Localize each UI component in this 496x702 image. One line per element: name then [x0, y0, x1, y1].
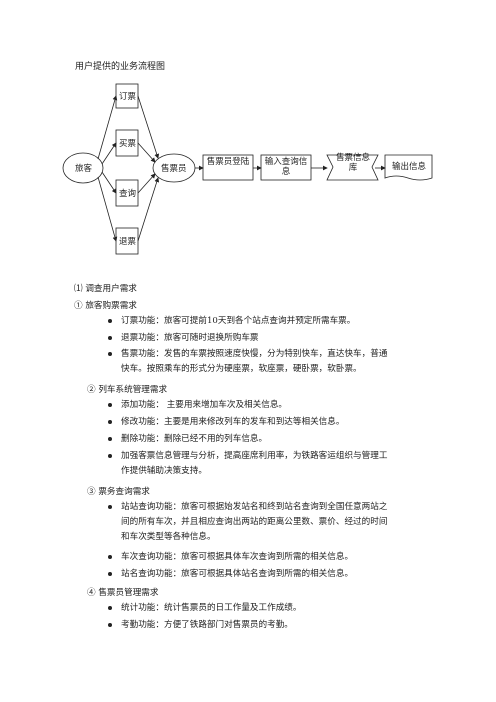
subsection-heading-4: ④ 售票员管理需求	[87, 588, 159, 598]
list-item: 添加功能： 主要用来增加车次及相关信息。	[108, 398, 391, 413]
section-heading-1: ⑴ 调查用户需求	[74, 284, 137, 294]
bullet-dot-icon	[108, 505, 112, 509]
list-item: 站名查询功能：旅客可根据具体站名查询到所需的相关信息。	[108, 567, 393, 582]
list-item: 修改功能：主要是用来修改列车的发车和到达等相关信息。	[108, 415, 391, 430]
refund-label: 退票	[119, 236, 137, 247]
subsection-heading-1: ① 旅客购票需求	[74, 301, 137, 311]
bullet-dot-icon	[108, 555, 112, 559]
buy-label: 买票	[119, 139, 137, 149]
bullet-dot-icon	[108, 336, 112, 340]
bullet-dot-icon	[108, 454, 112, 458]
page-title: 用户提供的业务流程图	[75, 62, 166, 72]
bullet-dot-icon	[108, 623, 112, 627]
bullet-dot-icon	[108, 437, 112, 441]
list-item: 车次查询功能：旅客可根据具体车次查询到所需的相关信息。	[108, 550, 393, 565]
list-item: 统计功能：统计售票员的日工作量及工作成绩。	[108, 601, 393, 616]
seller-label: 售票员	[161, 163, 187, 174]
list-item: 订票功能：旅客可提前10天到各个站点查询并预定所需车票。	[108, 314, 391, 329]
bullet-dot-icon	[108, 606, 112, 610]
business-flowchart: 旅客 订票 买票 查询 退票 售票员	[62, 83, 433, 255]
bullet-dot-icon	[108, 352, 112, 356]
list-item: 退票功能：旅客可随时退换所购车票	[108, 331, 391, 346]
passenger-label: 旅客	[75, 163, 93, 174]
bullet-dot-icon	[108, 572, 112, 576]
output-shape	[384, 154, 433, 181]
list-item: 考勤功能：方便了铁路部门对售票员的考勤。	[108, 618, 393, 633]
bullet-dot-icon	[108, 420, 112, 424]
list-item: 加强客票信息管理与分析，提高座席利用率，为铁路客运组织与管理工作提供辅助决策支持…	[108, 449, 391, 479]
storage-shape	[326, 154, 379, 181]
passenger-node	[62, 152, 104, 184]
query-label: 查询	[119, 188, 136, 199]
bullet-dot-icon	[108, 403, 112, 407]
list-item: 售票功能：发售的车票按照速度快慢，分为特别快车，直达快车，普通快车。按照乘车的形…	[108, 347, 391, 377]
list-item: 删除功能：删除已经不用的列车信息。	[108, 432, 391, 447]
storage-label: 售票信息库	[335, 153, 370, 173]
input-query-label: 输入查询信息	[264, 157, 308, 177]
list-item: 站站查询功能：旅客可根据始发站名和终到站名查询到全国任意两站之间的所有车次，并且…	[108, 500, 393, 545]
output-label: 输出信息	[391, 162, 426, 172]
login-label: 售票员登陆	[206, 157, 250, 167]
bullet-dot-icon	[108, 319, 112, 323]
subsection-heading-3: ③ 票务查询需求	[87, 487, 150, 497]
subsection-heading-2: ② 列车系统管理需求	[87, 385, 168, 395]
order-label: 订票	[119, 91, 137, 102]
